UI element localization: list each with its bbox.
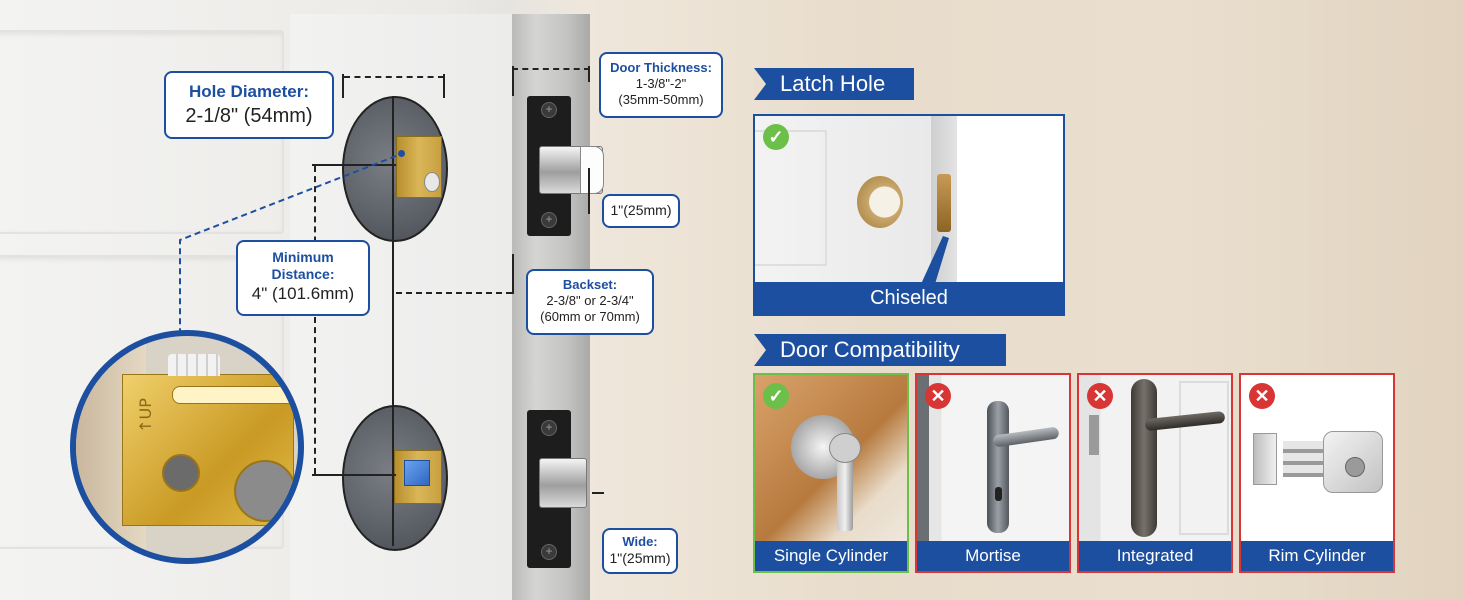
compat-label-integrated: Integrated [1079,541,1231,571]
latch-height-value: 1"(25mm) [610,202,672,218]
latch-hole-bore [857,176,903,228]
latch-height-line [588,168,590,214]
chisel-pointer [921,236,949,284]
rim-bolts [1283,441,1323,477]
latch-hole-label: Chiseled [755,282,1063,314]
magnifier-teeth [168,354,220,376]
hole-diameter-tick-right [443,74,445,98]
magnifier-big-hole [234,460,296,522]
compat-card-single-cylinder: ✓ Single Cylinder [753,373,909,573]
magnifier-up-stamp: ↑UP [135,398,155,433]
center-vertical-line [392,96,394,546]
backset-line1: 2-3/8" or 2-3/4" [546,293,634,308]
latch-bolt-hole-top [424,172,440,192]
wide-line [592,492,604,494]
magnifier-leader [179,155,397,332]
key-shape [837,445,853,531]
hole-diameter-line [344,76,444,78]
magnifier-round-hole [162,454,200,492]
backset-tick [512,254,514,294]
latch-bolt-bottom [539,458,587,508]
mortise-plate [987,401,1009,533]
latch-height-callout: 1"(25mm) [602,194,680,228]
hole-diameter-callout: Hole Diameter: 2-1/8" (54mm) [164,71,334,139]
compat-card-integrated: ✕ Integrated [1077,373,1233,573]
latch-hole-chisel [937,174,951,232]
integrated-plate [1131,379,1157,537]
screw-icon: + [541,544,557,560]
compat-label-mortise: Mortise [917,541,1069,571]
compat-label-single-cylinder: Single Cylinder [755,541,907,571]
rim-body [1323,431,1383,493]
cross-icon: ✕ [1087,383,1113,409]
compat-card-rim-cylinder: ✕ Rim Cylinder [1239,373,1395,573]
compat-label-rim-cylinder: Rim Cylinder [1241,541,1393,571]
pin-dot [398,150,405,157]
latch-hole-title: Latch Hole [754,68,914,100]
wide-callout: Wide: 1"(25mm) [602,528,678,574]
backset-heading: Backset: [562,277,618,292]
min-distance-heading-1: Minimum [272,249,334,265]
check-icon: ✓ [763,124,789,150]
backset-callout: Backset: 2-3/8" or 2-3/4" (60mm or 70mm) [526,269,654,335]
latch-magnifier: ↑UP [70,330,304,564]
hole-diameter-tick-left [342,74,344,98]
cross-icon: ✕ [1249,383,1275,409]
integrated-door-panel [1179,381,1229,535]
rim-knob [1345,457,1365,477]
wide-value: 1"(25mm) [609,550,671,566]
mortise-keyhole [995,487,1002,501]
magnifier-slot [172,386,298,404]
min-distance-bottom-line [312,474,396,476]
screw-icon: + [541,212,557,228]
latch-bolt-end-top [580,146,604,194]
min-distance-callout: Minimum Distance: 4" (101.6mm) [236,240,370,316]
cross-icon: ✕ [925,383,951,409]
door-thickness-callout: Door Thickness: 1-3/8"-2" (35mm-50mm) [599,52,723,118]
integrated-latch [1089,415,1099,455]
door-compatibility-title: Door Compatibility [754,334,1006,366]
min-distance-heading-2: Distance: [271,266,335,282]
door-compatibility-title-text: Door Compatibility [780,337,960,362]
screw-icon: + [541,420,557,436]
door-thickness-heading: Door Thickness: [610,60,712,75]
latch-hole-wall [957,116,1063,282]
latch-hole-door-panel [755,130,827,266]
key-bow [829,433,861,463]
check-icon: ✓ [763,383,789,409]
latch-hole-title-text: Latch Hole [780,71,886,96]
door-thickness-line2: (35mm-50mm) [618,92,704,107]
screw-icon: + [541,102,557,118]
backset-line2: (60mm or 70mm) [540,309,640,324]
min-distance-vertical [314,166,316,474]
hole-diameter-heading: Hole Diameter: [189,82,309,101]
spindle-square [404,460,430,486]
door-thickness-line1: 1-3/8"-2" [635,76,687,91]
min-distance-top-line [312,164,396,166]
wide-heading: Wide: [622,534,658,549]
min-distance-value: 4" (101.6mm) [251,284,355,303]
door-thickness-tick-left [512,66,514,96]
hole-diameter-value: 2-1/8" (54mm) [185,105,313,127]
rim-strike [1253,433,1277,485]
backset-line [396,292,512,294]
door-thickness-line [512,68,590,70]
latch-hole-card: ✓ Chiseled [753,114,1065,316]
compat-card-mortise: ✕ Mortise [915,373,1071,573]
door-thickness-tick-right [588,66,590,82]
